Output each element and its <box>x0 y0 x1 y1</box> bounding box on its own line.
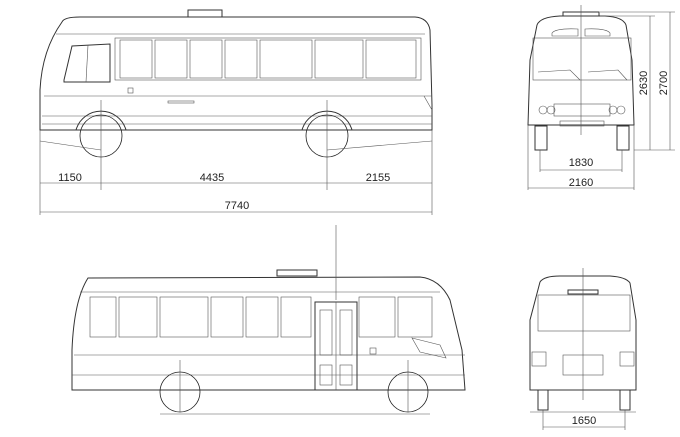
dim-overall-length: 7740 <box>225 200 249 212</box>
roof-hatch <box>187 9 223 18</box>
rear-window <box>537 294 631 332</box>
dim-track: 1830 <box>569 157 593 169</box>
dim-wheelbase: 4435 <box>200 172 224 184</box>
dim-front-overhang: 1150 <box>58 172 82 184</box>
dim-overall-width: 2160 <box>569 177 593 189</box>
windshield <box>63 43 111 83</box>
dim-rear-overhang: 2155 <box>366 172 390 184</box>
rear-view: 1650 <box>529 268 637 430</box>
bus-body-right <box>71 276 466 391</box>
dim-rear-track: 1650 <box>572 415 596 427</box>
window-band <box>114 37 422 81</box>
side-view-right <box>71 225 466 415</box>
front-body <box>527 15 635 126</box>
dim-body-height: 2630 <box>638 71 650 95</box>
side-view-left: 1150 4435 2155 7740 <box>39 9 433 215</box>
front-view: 1830 2160 2630 2700 <box>527 5 675 190</box>
front-windshield <box>532 37 632 81</box>
dim-overall-height: 2700 <box>658 71 670 95</box>
rear-body <box>529 275 637 391</box>
bus-body <box>39 16 433 131</box>
